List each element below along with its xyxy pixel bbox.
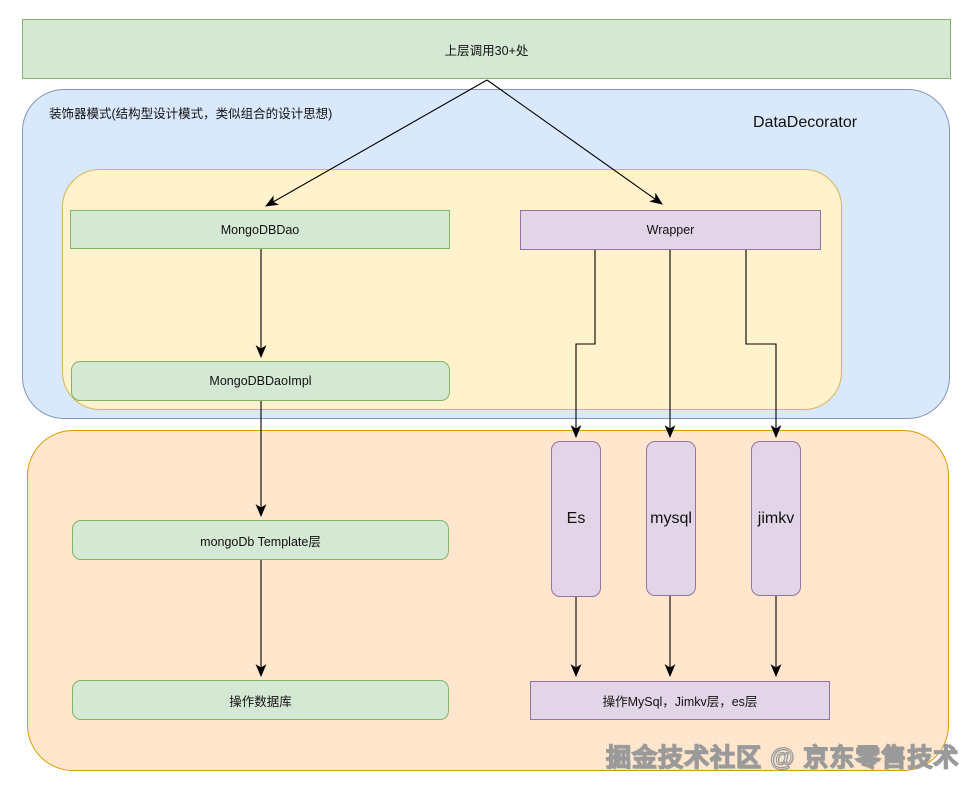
node-upper-caller-label: 上层调用30+处 — [444, 43, 529, 58]
node-mongodbdaoimpl-label: MongoDBDaoImpl — [209, 374, 312, 388]
node-operate-database: 操作数据库 — [72, 680, 449, 720]
node-mongodb-template-label: mongoDb Template层 — [200, 534, 321, 549]
decorator-container-label: 装饰器模式(结构型设计模式，类似组合的设计思想) — [49, 107, 333, 121]
node-operate-mysql-jimkv-es-label: 操作MySql，Jimkv层，es层 — [602, 695, 758, 709]
node-wrapper: Wrapper — [520, 210, 821, 250]
data-decorator-title: DataDecorator — [753, 114, 858, 131]
node-mysql: mysql — [646, 441, 696, 596]
node-upper-caller: 上层调用30+处 — [22, 19, 951, 79]
watermark-text: 掘金技术社区 @ 京东零售技术 — [605, 743, 960, 772]
node-mongodbdao-label: MongoDBDao — [220, 222, 300, 237]
node-jimkv-label: jimkv — [757, 509, 795, 527]
node-wrapper-label: Wrapper — [646, 223, 695, 237]
node-mysql-label: mysql — [650, 509, 692, 527]
node-es-label: Es — [566, 510, 586, 527]
node-operate-mysql-jimkv-es: 操作MySql，Jimkv层，es层 — [530, 681, 830, 720]
node-mongodbdaoimpl: MongoDBDaoImpl — [71, 361, 450, 401]
node-operate-database-label: 操作数据库 — [229, 694, 292, 709]
node-mongodb-template: mongoDb Template层 — [72, 520, 449, 560]
node-mongodbdao: MongoDBDao — [70, 210, 450, 249]
node-es: Es — [551, 441, 601, 597]
node-jimkv: jimkv — [751, 441, 801, 596]
